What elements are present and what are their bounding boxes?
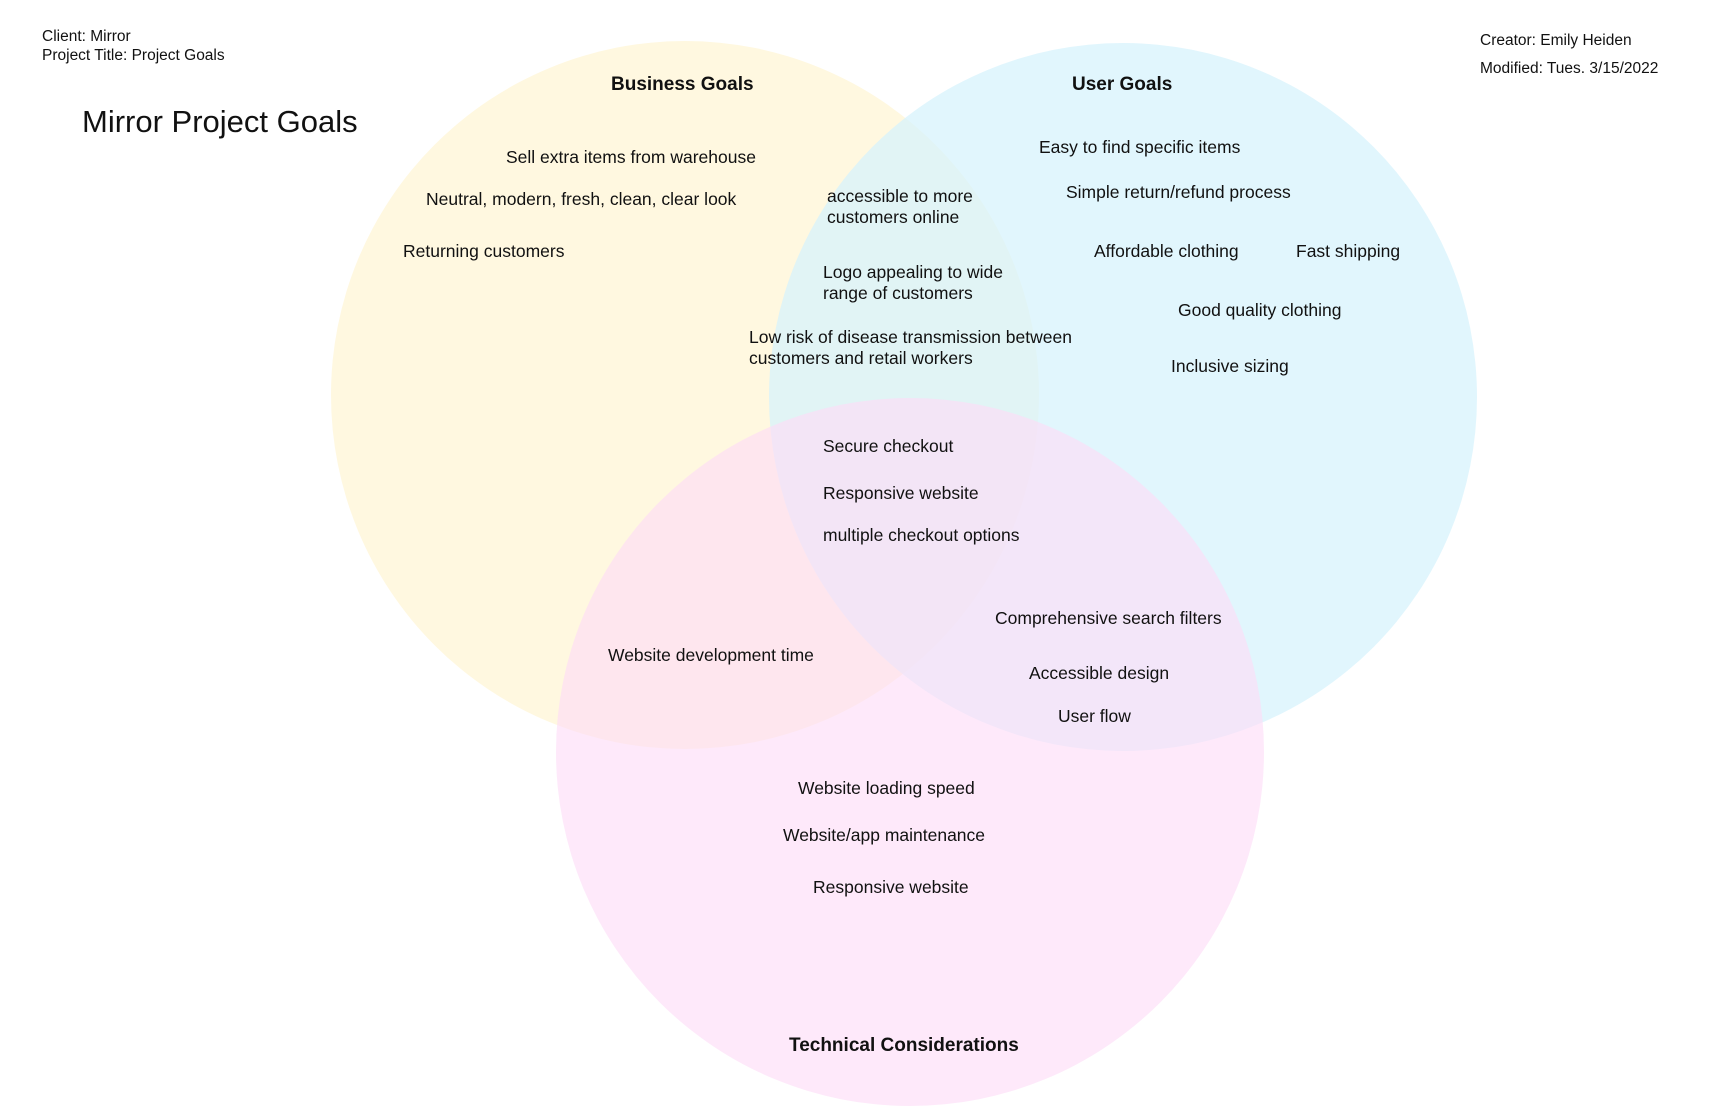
business-user-item: customers online xyxy=(827,207,960,227)
business-technical-item: Website development time xyxy=(608,645,814,665)
business-user-item: Logo appealing to wide xyxy=(823,262,1004,282)
business-item: Neutral, modern, fresh, clean, clear loo… xyxy=(426,189,737,209)
technical-considerations-circle xyxy=(556,398,1264,1106)
technical-item: Responsive website xyxy=(813,877,969,897)
user-goals-title: User Goals xyxy=(1072,74,1173,95)
modified-label: Modified: Tues. 3/15/2022 xyxy=(1480,60,1659,77)
user-technical-item: User flow xyxy=(1058,706,1131,726)
user-item: Good quality clothing xyxy=(1178,300,1342,320)
technical-item: Website/app maintenance xyxy=(783,825,986,845)
technical-item: Website loading speed xyxy=(798,778,975,798)
client-label: Client: Mirror xyxy=(42,28,131,45)
all-three-item: Secure checkout xyxy=(823,436,954,456)
business-user-item: customers and retail workers xyxy=(749,348,973,368)
business-user-item: Low risk of disease transmission between xyxy=(749,327,1072,347)
user-item: Affordable clothing xyxy=(1094,241,1239,261)
user-technical-item: Comprehensive search filters xyxy=(995,608,1222,628)
business-user-item: range of customers xyxy=(823,283,973,303)
all-three-item: Responsive website xyxy=(823,483,979,503)
user-item: Simple return/refund process xyxy=(1066,182,1291,202)
user-item: Fast shipping xyxy=(1296,241,1401,261)
business-user-item: accessible to more xyxy=(827,186,973,206)
user-item: Easy to find specific items xyxy=(1039,137,1241,157)
project-title-label: Project Title: Project Goals xyxy=(42,47,225,64)
business-goals-title: Business Goals xyxy=(611,74,754,95)
page-title: Mirror Project Goals xyxy=(82,104,358,139)
user-item: Inclusive sizing xyxy=(1171,356,1289,376)
all-three-item: multiple checkout options xyxy=(823,525,1020,545)
creator-label: Creator: Emily Heiden xyxy=(1480,32,1632,49)
technical-considerations-title: Technical Considerations xyxy=(789,1035,1019,1056)
business-item: Returning customers xyxy=(403,241,565,261)
user-technical-item: Accessible design xyxy=(1029,663,1170,683)
business-item: Sell extra items from warehouse xyxy=(506,147,756,167)
